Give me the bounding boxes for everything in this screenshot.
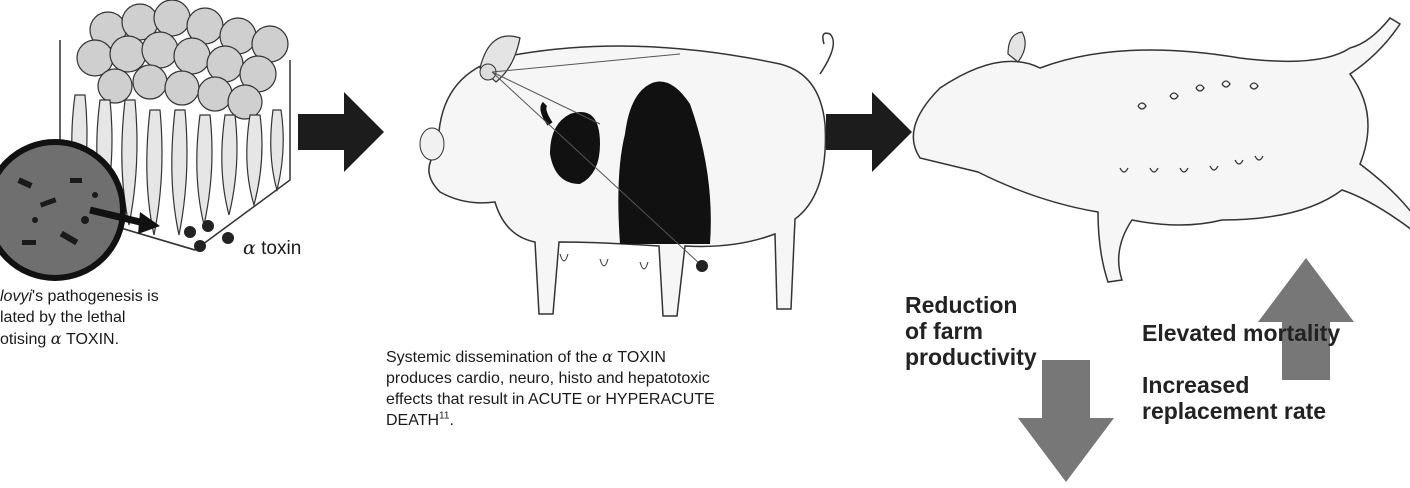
arrow-right-icon: [298, 92, 384, 172]
arrow-down-icon: [1018, 360, 1114, 482]
alpha-symbol: α: [243, 237, 256, 259]
toxin-text: toxin: [261, 238, 301, 259]
arrow-up-icon: [1258, 258, 1354, 380]
caption-m-line4: DEATH: [386, 412, 439, 429]
caption-m-line4-end: .: [449, 412, 453, 429]
caption-m-alpha: α: [602, 347, 613, 366]
caption-line3-pre: otising: [0, 331, 46, 348]
impact-r-line1: Elevated mortality: [1142, 320, 1402, 346]
impact-productivity: Reduction of farm productivity: [905, 292, 1105, 370]
impact-l-line3: productivity: [905, 344, 1105, 370]
alpha-toxin-label: α toxin: [243, 237, 301, 260]
impact-replacement: Increased replacement rate: [1142, 372, 1402, 424]
intestine-illustration-icon: [0, 0, 300, 270]
caption-m-line1-pre: Systemic dissemination of the: [386, 349, 598, 366]
caption-dissemination: Systemic dissemination of the α TOXIN pr…: [386, 346, 826, 431]
caption-line2: lated by the lethal: [0, 307, 300, 328]
citation-ref: 11: [439, 411, 449, 422]
pig-standing-icon: [400, 14, 840, 324]
caption-pathogenesis: lovyi's pathogenesis is lated by the let…: [0, 286, 300, 350]
pig-dead-icon: [900, 8, 1405, 258]
impact-l-line2: of farm: [905, 318, 1105, 344]
caption-m-line2: produces cardio, neuro, histo and hepato…: [386, 368, 826, 389]
caption-m-line3: effects that result in ACUTE or HYPERACU…: [386, 389, 826, 410]
caption-m-line1-post: TOXIN: [617, 349, 666, 366]
impact-l-line1: Reduction: [905, 292, 1105, 318]
caption-line3-post: TOXIN.: [66, 331, 119, 348]
impact-mortality: Elevated mortality: [1142, 320, 1402, 346]
caption-line1: 's pathogenesis is: [32, 288, 159, 305]
impact-r-line3: replacement rate: [1142, 398, 1402, 424]
impact-r-line2: Increased: [1142, 372, 1402, 398]
caption-alpha: α: [51, 329, 62, 348]
caption-species: lovyi: [0, 288, 32, 305]
